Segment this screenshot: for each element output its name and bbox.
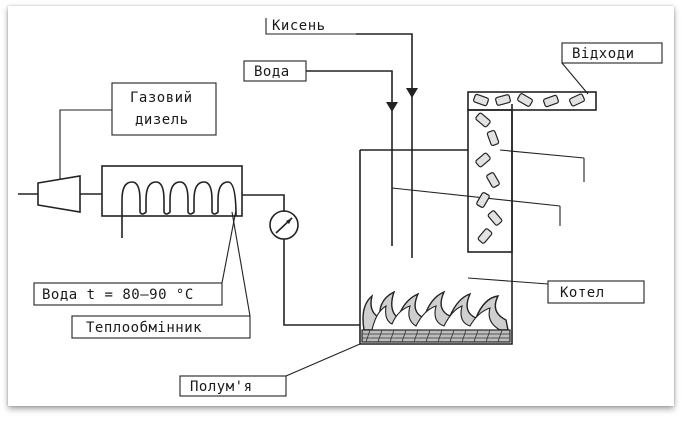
pressure-gauge-icon <box>269 210 360 326</box>
diesel-engine <box>18 175 102 213</box>
waste-text: Відходи <box>572 46 635 62</box>
grate <box>361 329 511 343</box>
water-inlet-text: Вода <box>254 64 290 80</box>
gas-diesel-text-1: Газовий <box>130 90 193 106</box>
water-temp-label: Вода t = 80–90 °С <box>33 282 223 306</box>
waste-label: Відходи <box>561 42 663 95</box>
heat-exchanger <box>101 165 285 317</box>
flame-text: Полум'я <box>190 379 253 395</box>
gas-diesel-label: Газовий дизель <box>59 82 217 180</box>
heat-exchanger-text: Теплообмінник <box>86 320 202 336</box>
water-temp-text: Вода t = 80–90 °С <box>42 287 194 303</box>
boiler-text: Котел <box>560 285 605 301</box>
oxygen-text: Кисень <box>272 18 326 34</box>
diagram-frame <box>8 6 674 406</box>
boiler-label: Котел <box>467 277 645 304</box>
waste-chute <box>467 91 597 253</box>
water-inlet-label: Вода <box>243 60 307 82</box>
gas-diesel-text-2: дизель <box>135 112 189 128</box>
flames <box>362 290 509 331</box>
oxygen-label: Кисень <box>265 18 356 35</box>
heat-exchanger-label: Теплообмінник <box>71 315 251 339</box>
boiler <box>306 33 561 345</box>
flame-label: Полум'я <box>179 343 361 397</box>
